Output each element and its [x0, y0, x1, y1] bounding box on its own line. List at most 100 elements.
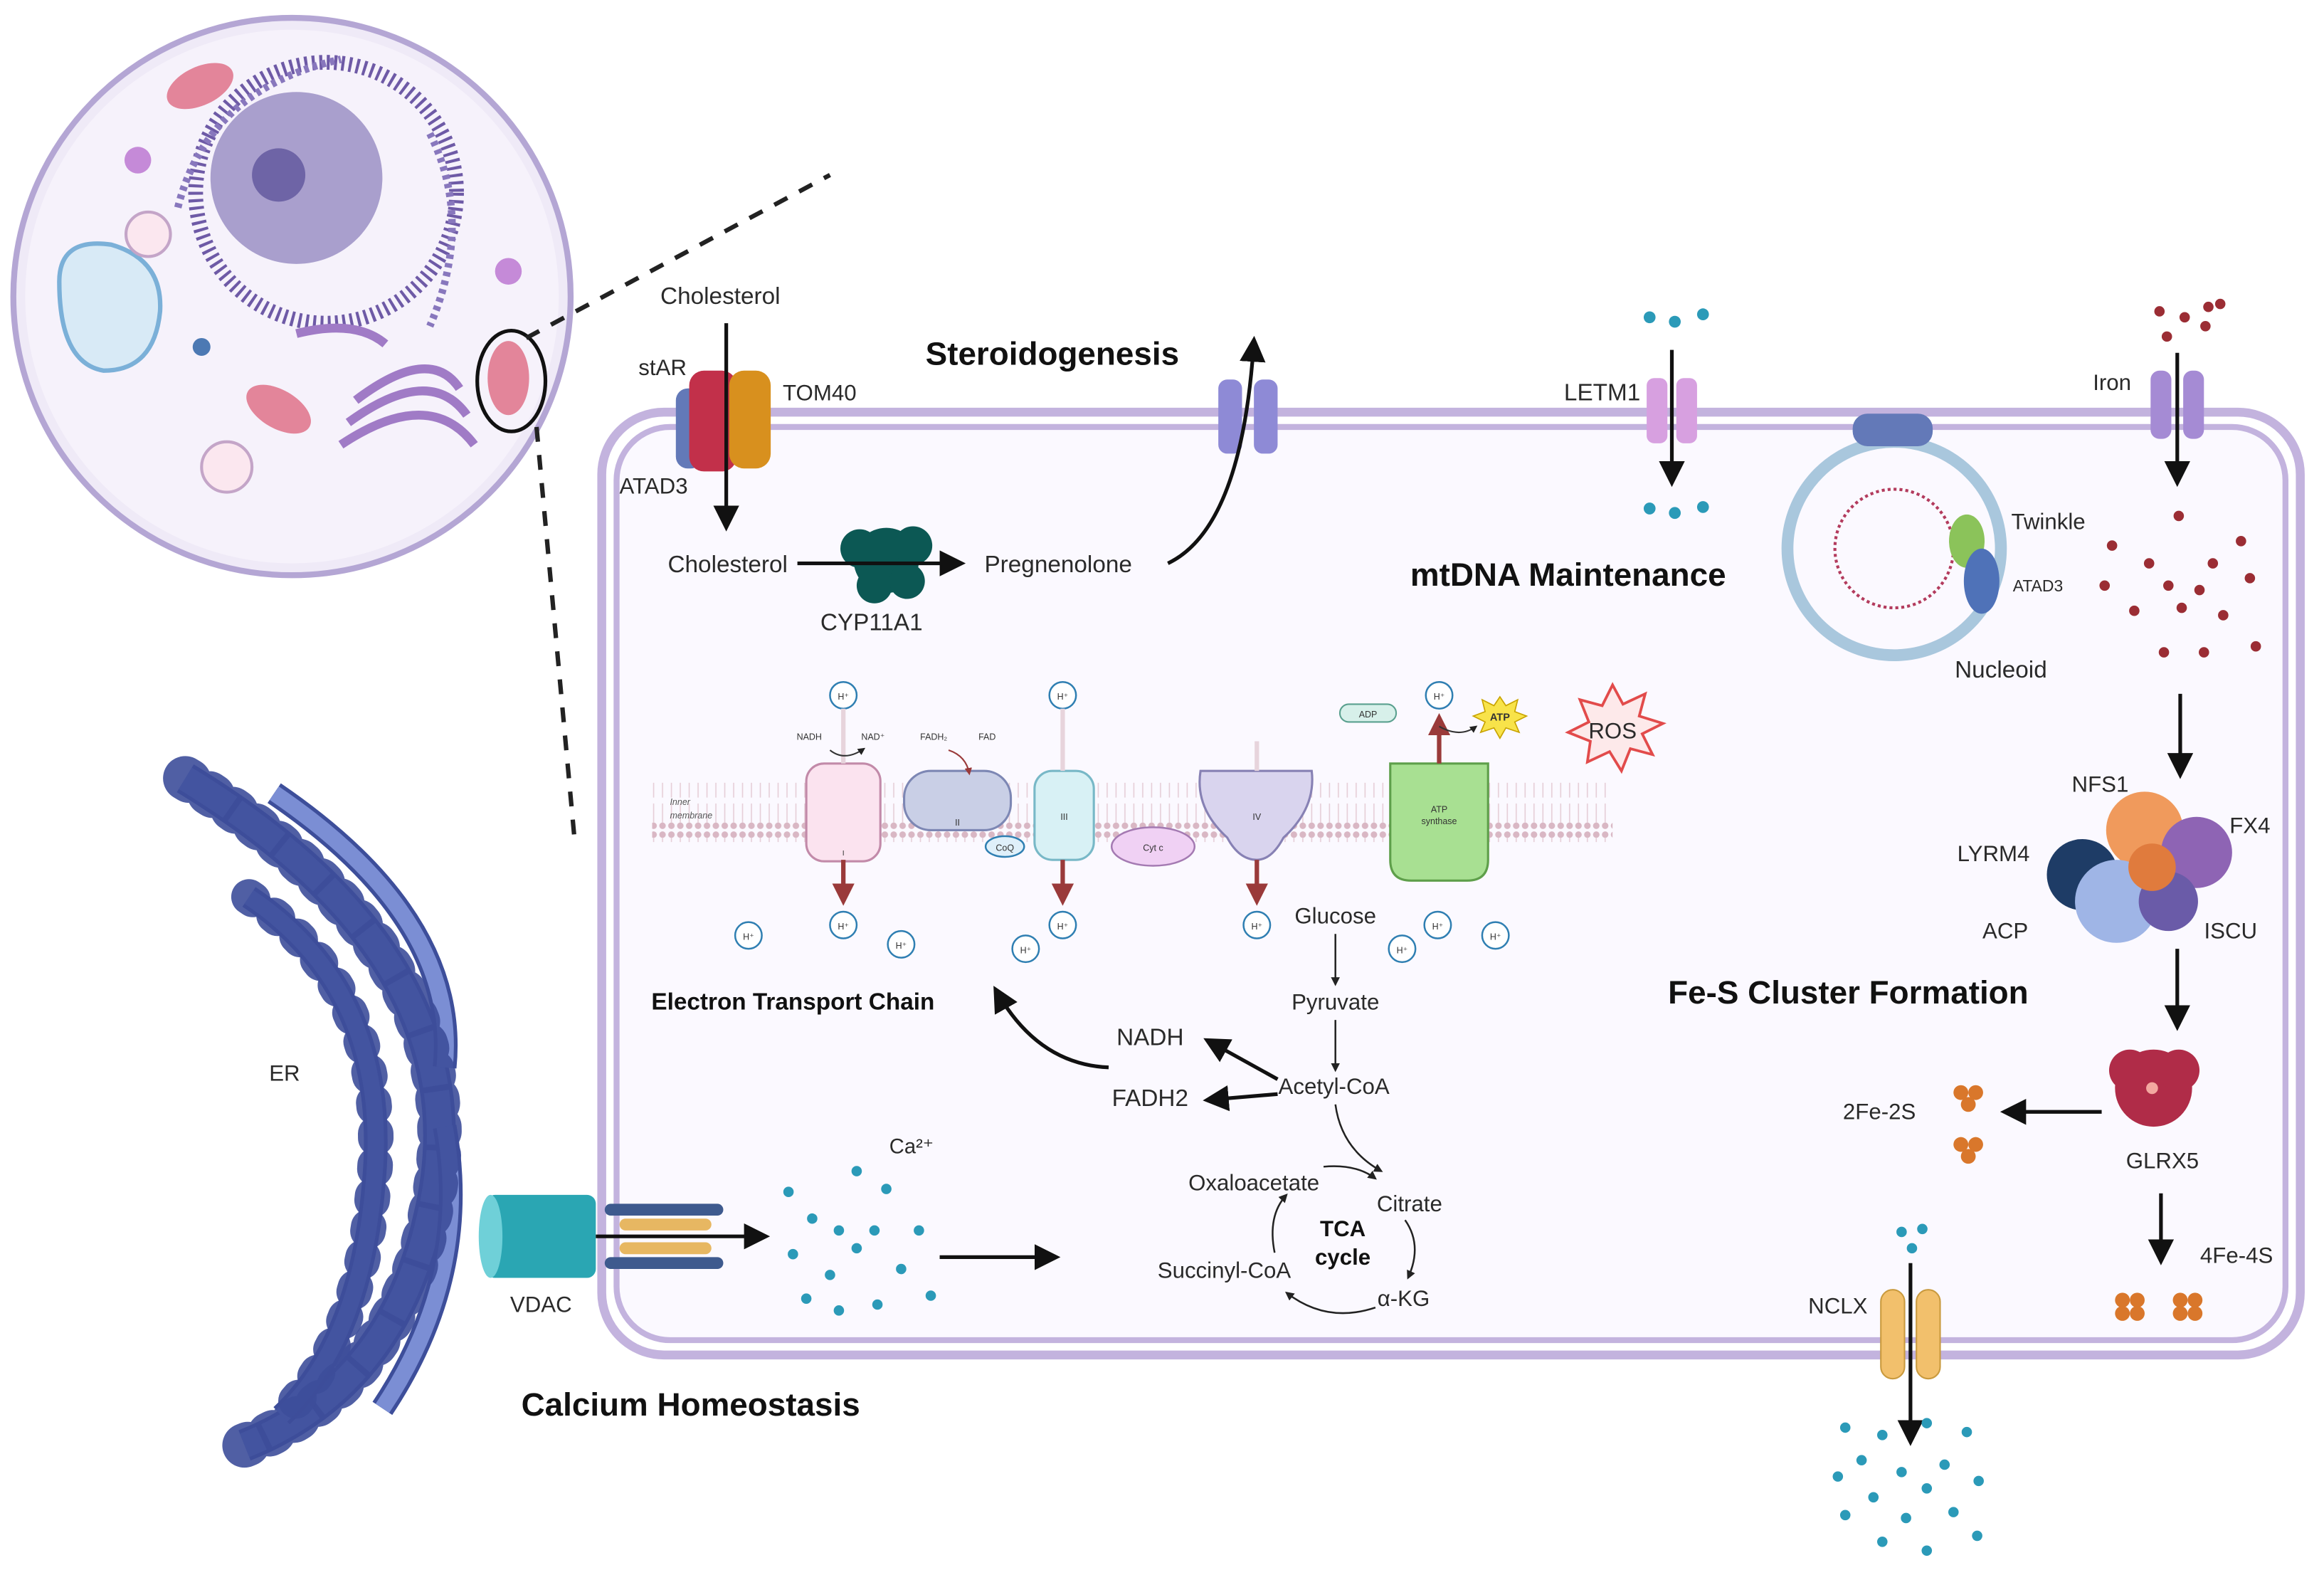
akg-label: α-KG: [1378, 1286, 1430, 1311]
iron-particles-inside: [2099, 510, 2261, 658]
adp-label: ADP: [1359, 710, 1378, 720]
fes-assembly-complex-icon: [2046, 791, 2232, 943]
fe4s4-label: 4Fe-4S: [2200, 1243, 2273, 1268]
nadh-small-label: NADH: [797, 732, 822, 742]
pyruvate-label: Pyruvate: [1292, 990, 1379, 1015]
fx4-label: FX4: [2229, 813, 2270, 838]
ca-label: Ca²⁺: [889, 1136, 934, 1159]
oxaloacetate-label: Oxaloacetate: [1188, 1171, 1319, 1196]
h-ion-label: H⁺: [838, 692, 849, 702]
cytc-label: Cyt c: [1143, 843, 1163, 853]
h-ion-label: H⁺: [1057, 922, 1069, 932]
h-ion-label: H⁺: [1057, 692, 1069, 702]
fe4s4-cluster-icons: [2115, 1292, 2203, 1321]
h-ion-label: H⁺: [1252, 922, 1263, 932]
proton-ions: H⁺ H⁺ H⁺ H⁺ H⁺ H⁺ H⁺ H⁺ H⁺ H⁺ H⁺ H⁺: [734, 680, 1510, 964]
vdac-label: VDAC: [510, 1292, 572, 1317]
complex-ii-icon: [903, 769, 1013, 832]
fes-section: Iron: [1668, 298, 2273, 1321]
vdac-channel-icon: [478, 1194, 596, 1278]
pregnenolone-label: Pregnenolone: [984, 552, 1131, 578]
calcium-ions: [783, 1166, 936, 1316]
iscu-label: ISCU: [2204, 919, 2257, 944]
iron-channel-icon: [2150, 370, 2204, 439]
tca-label-1: TCA: [1320, 1216, 1366, 1241]
steroid-export-channel-icon: [1218, 379, 1278, 454]
tca-section: Glucose Pyruvate Acetyl-CoA NADH FADH2 O…: [993, 904, 1442, 1315]
iron-label: Iron: [2093, 370, 2131, 395]
fad-small-label: FAD: [978, 732, 995, 742]
nucleoid-icon: [1781, 413, 2007, 662]
calcium-title: Calcium Homeostasis: [522, 1386, 860, 1423]
h-ion-label: H⁺: [1490, 932, 1501, 942]
complex-iv-label: IV: [1252, 812, 1261, 822]
h-ion-label: H⁺: [1397, 945, 1408, 955]
cyp11a1-enzyme-icon: [840, 526, 933, 604]
cholesterol-inner-label: Cholesterol: [667, 552, 788, 578]
calcium-section: ER VDAC Ca²⁺ Calcium Homeostasis: [163, 756, 1984, 1556]
h-ion-label: H⁺: [838, 922, 849, 932]
nucleoid-label: Nucleoid: [1955, 657, 2047, 683]
twinkle-label: Twinkle: [2012, 510, 2086, 534]
cholesterol-outer-label: Cholesterol: [660, 283, 781, 310]
h-ion-label: H⁺: [1434, 692, 1445, 702]
fadh2-small-label: FADH₂: [920, 732, 947, 742]
letm1-label: LETM1: [1564, 379, 1640, 406]
steroidogenesis-section: Cholesterol stAR TOM40 ATAD3 Cholesterol…: [620, 283, 1278, 636]
nclx-channel-icon: [1880, 1289, 1941, 1380]
star-label: stAR: [638, 355, 687, 380]
glucose-label: Glucose: [1294, 904, 1376, 929]
h-ion-label: H⁺: [743, 932, 754, 942]
nad-small-label: NAD⁺: [861, 732, 884, 742]
complex-i-label: I: [843, 850, 845, 858]
tca-label-2: cycle: [1315, 1245, 1370, 1270]
star-tom40-atad3-complex-icon: [675, 370, 771, 472]
cyp11a1-label: CYP11A1: [820, 609, 923, 636]
steroidogenesis-title: Steroidogenesis: [926, 335, 1179, 372]
er-icon: [163, 756, 463, 1468]
mtdna-title: mtDNA Maintenance: [1410, 557, 1726, 593]
lyrm4-label: LYRM4: [1958, 841, 2030, 866]
ca-ions-below-nclx: [1832, 1418, 1984, 1556]
succinylcoa-label: Succinyl-CoA: [1158, 1258, 1292, 1283]
membrane-label-1: Inner: [670, 797, 690, 807]
etc-section: Inner membrane I II CoQ III Cyt c IV ATP…: [651, 680, 1667, 1016]
letm1-channel-icon: [1647, 378, 1697, 443]
nfs1-label: NFS1: [2072, 771, 2129, 796]
mitochondrion-outer-membrane: [597, 407, 2305, 1360]
acp-label: ACP: [1982, 919, 2028, 944]
atp-burst-icon: [1472, 695, 1528, 740]
ros-label: ROS: [1588, 718, 1637, 743]
complex-i-icon: [805, 762, 882, 863]
nclx-label: NCLX: [1808, 1294, 1867, 1319]
membrane-label-2: membrane: [670, 811, 712, 821]
cell-illustration: [10, 14, 574, 579]
atad3-mtdna-label: ATAD3: [2013, 576, 2063, 595]
complex-ii-label: II: [955, 818, 960, 828]
ca-ions-above-nclx: [1896, 1223, 1928, 1254]
atp-synthase-icon: [1389, 762, 1489, 882]
fes-title: Fe-S Cluster Formation: [1668, 974, 2029, 1011]
fe2s2-label: 2Fe-2S: [1843, 1100, 1916, 1124]
acetylcoa-label: Acetyl-CoA: [1279, 1074, 1390, 1099]
fe2s2-cluster-icons: [1953, 1085, 1983, 1164]
iron-particles-outside: [2154, 298, 2226, 342]
atad3-steroid-label: ATAD3: [620, 474, 688, 499]
nadh-label: NADH: [1116, 1025, 1183, 1051]
h-ion-label: H⁺: [1020, 945, 1032, 955]
coq-label: CoQ: [995, 843, 1014, 853]
tom40-label: TOM40: [783, 380, 857, 405]
etc-title: Electron Transport Chain: [651, 989, 934, 1016]
h-ion-label: H⁺: [896, 941, 907, 951]
h-ion-label: H⁺: [1432, 922, 1444, 932]
atp-synthase-label-2: synthase: [1422, 816, 1457, 826]
glrx5-label: GLRX5: [2126, 1148, 2199, 1173]
fadh2-label: FADH2: [1112, 1085, 1188, 1112]
ros-burst-icon: [1565, 682, 1667, 774]
atp-label: ATP: [1490, 712, 1510, 723]
atp-synthase-label-1: ATP: [1431, 804, 1447, 814]
citrate-label: Citrate: [1377, 1191, 1442, 1216]
mtdna-section: LETM1 Twinkle ATAD3 Nucleoid mtDNA Maint…: [1410, 308, 2086, 683]
